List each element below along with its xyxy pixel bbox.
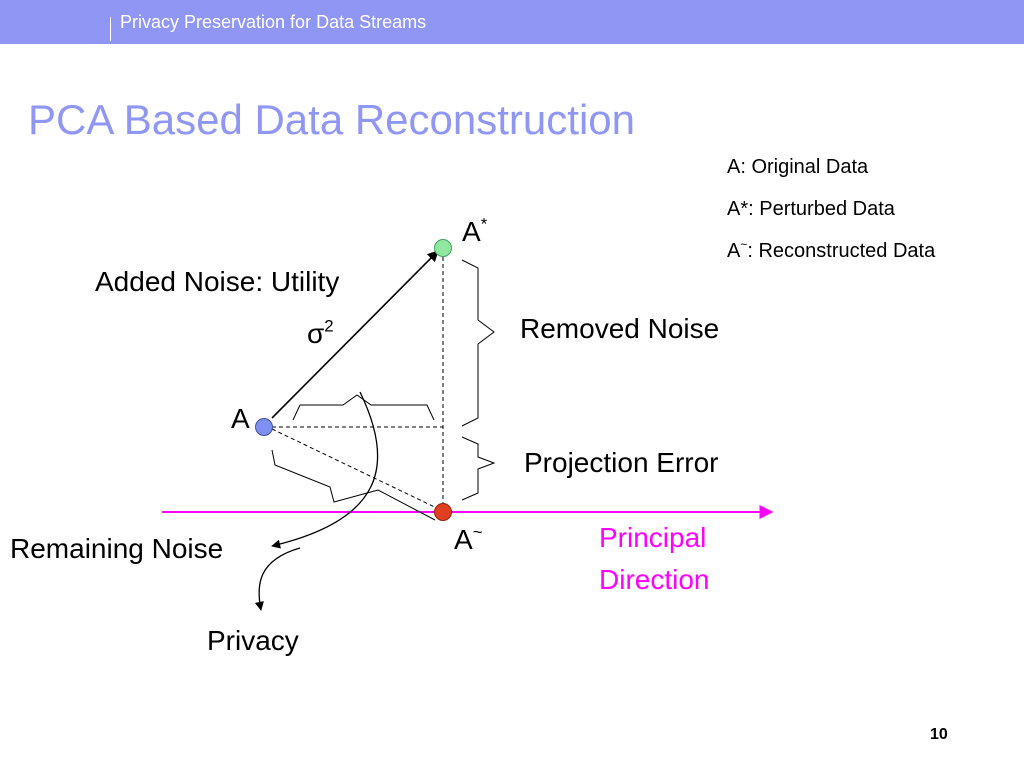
added-noise-label: Added Noise: Utility: [95, 266, 340, 297]
point-a-tilde-sup: ~: [472, 522, 483, 542]
point-a-tilde-base: A: [454, 524, 473, 555]
legend-perturbed: A*: Perturbed Data: [727, 198, 895, 221]
removed-noise-brace: [461, 259, 495, 427]
principal-direction-label-2: Direction: [599, 564, 710, 595]
removed-noise-label: Removed Noise: [520, 313, 720, 344]
legend-perturbed-prefix: A*: [727, 198, 749, 220]
legend-reconstructed-prefix: A: [727, 240, 741, 262]
remaining-to-privacy-arrow: [254, 547, 301, 611]
point-a-star-sup: *: [480, 214, 488, 234]
point-a-star-base: A: [462, 216, 481, 247]
point-a-label: A: [231, 403, 250, 434]
point-a-tilde-label: A~: [454, 522, 483, 556]
reconstruction-line: [271, 428, 444, 512]
legend-original: A: Original Data: [727, 156, 868, 179]
sigma-symbol: σ: [307, 318, 325, 349]
header-separator: [110, 17, 111, 41]
header-title: Privacy Preservation for Data Streams: [120, 12, 427, 32]
sigma-label: σ2: [307, 316, 334, 350]
slide-title: PCA Based Data Reconstruction: [28, 96, 635, 143]
privacy-curve-arrow: [271, 391, 379, 549]
privacy-label: Privacy: [207, 625, 299, 656]
projection-error-brace: [461, 436, 496, 501]
legend-reconstructed: A~: Reconstructed Data: [727, 237, 936, 263]
legend-reconstructed-sup: ~: [740, 237, 748, 252]
point-a-perturbed: [434, 239, 452, 257]
legend-reconstructed-text: : Reconstructed Data: [747, 240, 936, 262]
point-a-original: [255, 418, 273, 436]
header-bar: Privacy Preservation for Data Streams: [0, 0, 1024, 44]
page-number: 10: [930, 726, 948, 743]
principal-direction-label-1: Principal: [599, 522, 707, 553]
point-a-reconstructed: [434, 503, 452, 521]
legend-perturbed-text: : Perturbed Data: [748, 198, 895, 220]
remaining-noise-label: Remaining Noise: [10, 533, 224, 564]
projection-error-label: Projection Error: [524, 447, 719, 478]
legend-original-text: A: Original Data: [727, 156, 869, 178]
added-noise-brace: [292, 394, 435, 421]
added-noise-arrow: [271, 250, 439, 419]
remaining-noise-brace: [271, 449, 436, 521]
sigma-exponent: 2: [324, 316, 334, 336]
point-a-star-label: A*: [462, 214, 488, 248]
